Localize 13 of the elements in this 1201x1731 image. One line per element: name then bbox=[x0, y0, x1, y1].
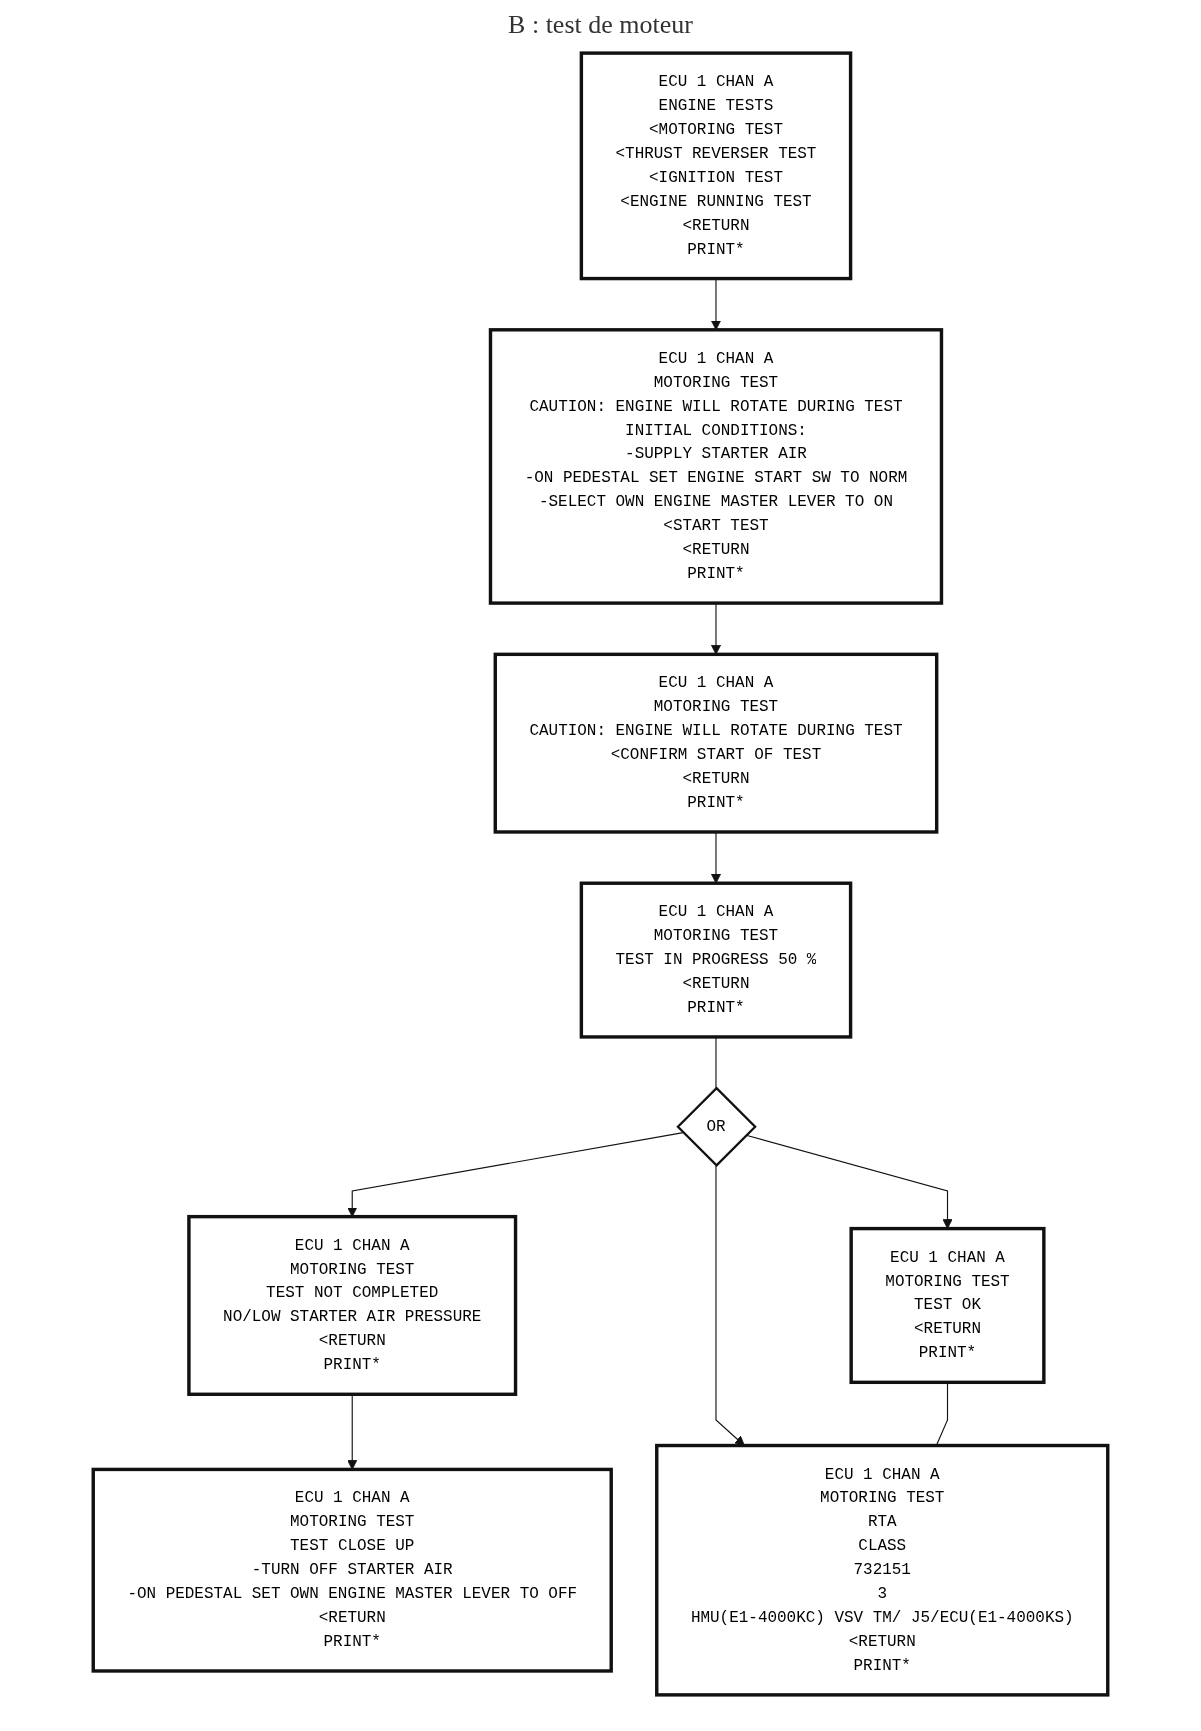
node-box: ECU 1 CHAN A ENGINE TESTS <MOTORING TEST <THRUST REVERSER TEST <IGNITION TEST <ENGINE RUNNING TEST <RETURN PRINT* bbox=[579, 51, 853, 281]
connector bbox=[715, 1036, 717, 1089]
node-box: ECU 1 CHAN A MOTORING TEST RTA CLASS 732151 3 HMU(E1-4000KC) VSV TM/ J5/ECU(E1-4000KS) <RETURN PRINT* bbox=[655, 1443, 1110, 1697]
node-box: ECU 1 CHAN A MOTORING TEST TEST NOT COMPLETED NO/LOW STARTER AIR PRESSURE <RETURN PRINT* bbox=[187, 1214, 518, 1396]
diagram-title: B : test de moteur bbox=[507, 10, 694, 40]
node-box: ECU 1 CHAN A MOTORING TEST CAUTION: ENGINE WILL ROTATE DURING TEST <CONFIRM START OF TEST <RETURN PRINT* bbox=[493, 652, 939, 834]
node-diamond: OR bbox=[676, 1086, 757, 1167]
node-box: ECU 1 CHAN A MOTORING TEST TEST CLOSE UP -TURN OFF STARTER AIR -ON PEDESTAL SET OWN ENGINE MASTER LEVER TO OFF <RETURN PRINT* bbox=[91, 1467, 613, 1673]
node-box: ECU 1 CHAN A MOTORING TEST CAUTION: ENGINE WILL ROTATE DURING TEST INITIAL CONDITIONS: -SUPPLY STARTER AIR -ON PEDESTAL SET ENGINE START SW TO NORM -SELECT OWN ENGINE MASTER LEVER TO ON <START TEST <RETURN PRINT* bbox=[488, 328, 944, 605]
arrow bbox=[710, 831, 721, 884]
arrow bbox=[715, 1164, 745, 1446]
node-box: ECU 1 CHAN A MOTORING TEST TEST OK <RETURN PRINT* bbox=[849, 1226, 1046, 1385]
node-box: ECU 1 CHAN A MOTORING TEST TEST IN PROGRESS 50 % <RETURN PRINT* bbox=[579, 881, 853, 1039]
